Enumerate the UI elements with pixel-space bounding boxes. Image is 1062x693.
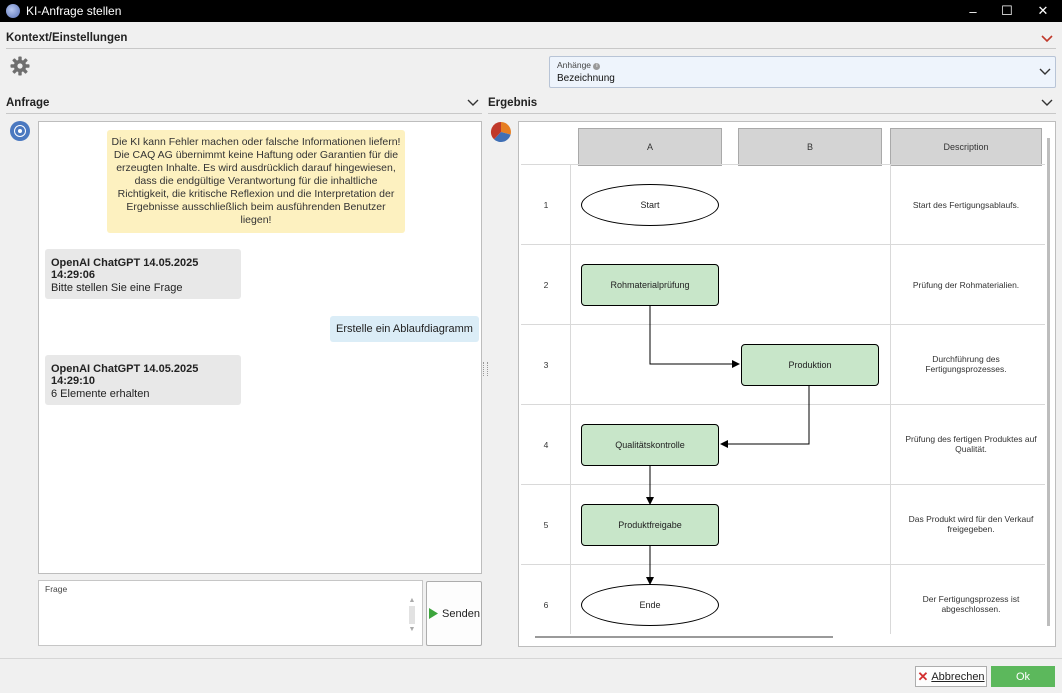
gear-icon[interactable]	[10, 56, 30, 76]
info-icon: i	[593, 63, 601, 70]
close-icon[interactable]: ✕	[1037, 3, 1049, 18]
ai-brain-icon	[10, 121, 30, 141]
row-number: 2	[543, 280, 549, 290]
message-text: 6 Elemente erhalten	[51, 388, 150, 400]
grid-line	[521, 484, 1045, 485]
grid-viewport: A B Description 1 2 3 4 5 6 Start des Fe…	[521, 124, 1045, 634]
splitter-handle[interactable]	[483, 362, 488, 376]
row-description: Start des Fertigungsablaufs.	[912, 200, 1020, 210]
flow-node-rohmaterialpruefung[interactable]: Rohmaterialprüfung	[581, 264, 719, 306]
row-description: Das Produkt wird für den Verkauf freigeg…	[908, 514, 1034, 534]
grid-line	[521, 404, 1045, 405]
row-description: Prüfung des fertigen Produktes auf Quali…	[905, 434, 1037, 454]
row-description: Prüfung der Rohmaterialien.	[912, 280, 1020, 290]
chevron-down-icon[interactable]	[1040, 34, 1054, 44]
horizontal-scrollbar[interactable]	[535, 636, 833, 638]
column-header-description[interactable]: Description	[890, 128, 1042, 166]
message-text: Bitte stellen Sie eine Frage	[51, 282, 183, 294]
ai-message: OpenAI ChatGPT 14.05.2025 14:29:06 Bitte…	[45, 249, 241, 299]
input-scrollbar[interactable]: ▲ ▼	[408, 597, 416, 633]
x-icon: ✕	[917, 668, 929, 684]
ok-button[interactable]: Ok	[991, 666, 1055, 687]
title-bar: KI-Anfrage stellen – ☐ ✕	[0, 0, 1062, 22]
flow-node-produktfreigabe[interactable]: Produktfreigabe	[581, 504, 719, 546]
flow-connectors	[646, 304, 810, 585]
row-description: Der Fertigungsprozess ist abgeschlossen.	[922, 594, 1020, 614]
chevron-down-icon[interactable]	[1038, 67, 1052, 77]
result-section-title: Ergebnis	[488, 97, 538, 109]
divider	[6, 48, 1056, 49]
vertical-scrollbar[interactable]	[1047, 138, 1050, 626]
grid-line	[890, 164, 891, 634]
pie-chart-icon	[490, 121, 511, 143]
grid-line	[521, 324, 1045, 325]
attachments-label: Anhänge i	[557, 60, 601, 70]
result-grid[interactable]: A B Description 1 2 3 4 5 6 Start des Fe…	[518, 121, 1056, 647]
grid-line	[521, 164, 1045, 165]
flow-node-produktion[interactable]: Produktion	[741, 344, 879, 386]
row-number: 4	[543, 440, 549, 450]
window-title: KI-Anfrage stellen	[26, 4, 122, 18]
ai-message: OpenAI ChatGPT 14.05.2025 14:29:10 6 Ele…	[45, 355, 241, 405]
row-number: 6	[543, 600, 549, 610]
chevron-down-icon[interactable]	[1040, 98, 1054, 108]
grid-line	[521, 564, 1045, 565]
row-description: Durchführung des Fertigungsprozesses.	[925, 354, 1007, 374]
row-number: 5	[543, 520, 549, 530]
cancel-label: Abbrechen	[931, 670, 985, 683]
grid-line	[521, 244, 1045, 245]
ok-label: Ok	[1015, 670, 1031, 683]
attachments-value: Bezeichnung	[557, 73, 615, 84]
column-header-b[interactable]: B	[738, 128, 882, 166]
play-icon	[429, 608, 439, 619]
divider	[488, 113, 1056, 114]
flow-node-qualitaetskontrolle[interactable]: Qualitätskontrolle	[581, 424, 719, 466]
divider	[6, 113, 482, 114]
row-number: 3	[543, 360, 549, 370]
context-section-title: Kontext/Einstellungen	[6, 32, 128, 44]
attachments-dropdown[interactable]: Anhänge i Bezeichnung	[549, 56, 1056, 88]
send-button[interactable]: Senden	[426, 581, 482, 646]
flow-node-start[interactable]: Start	[581, 184, 719, 226]
chevron-down-icon[interactable]	[466, 98, 480, 108]
cancel-button[interactable]: ✕ Abbrechen	[915, 666, 987, 687]
row-number: 1	[543, 200, 549, 210]
maximize-icon[interactable]: ☐	[1001, 3, 1013, 18]
send-label: Senden	[442, 607, 480, 620]
grid-line	[570, 164, 571, 634]
message-sender: OpenAI ChatGPT 14.05.2025 14:29:06	[51, 257, 199, 281]
question-input[interactable]: Frage ▲ ▼	[38, 580, 423, 646]
flow-node-ende[interactable]: Ende	[581, 584, 719, 626]
minimize-icon[interactable]: –	[969, 3, 977, 19]
request-section-title: Anfrage	[6, 97, 50, 109]
app-icon	[6, 4, 20, 18]
divider	[0, 658, 1062, 659]
question-placeholder: Frage	[45, 584, 68, 594]
column-header-a[interactable]: A	[578, 128, 722, 166]
message-sender: OpenAI ChatGPT 14.05.2025 14:29:10	[51, 363, 199, 387]
chat-panel[interactable]: Die KI kann Fehler machen oder falsche I…	[38, 121, 482, 574]
disclaimer-box: Die KI kann Fehler machen oder falsche I…	[107, 130, 405, 233]
user-message: Erstelle ein Ablaufdiagramm	[330, 316, 479, 342]
